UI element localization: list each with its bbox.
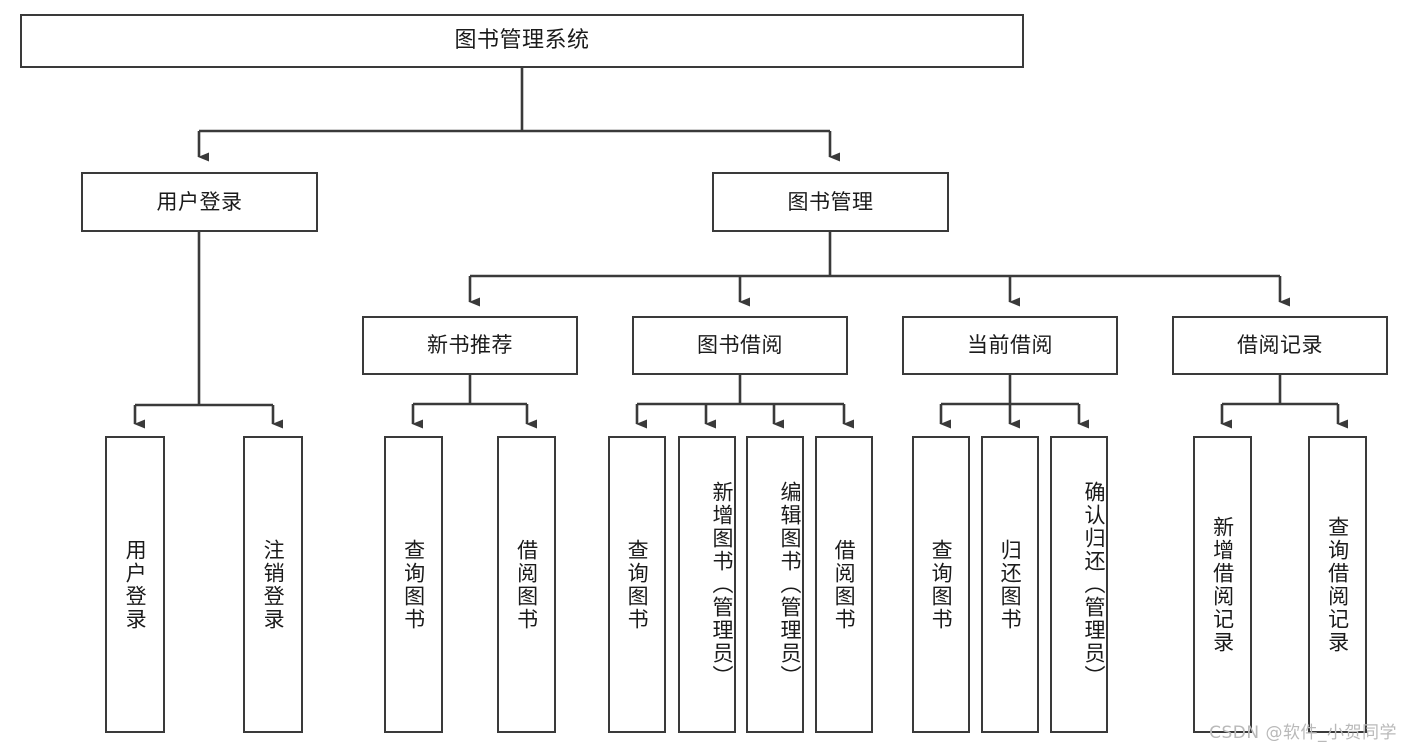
leaf-return-book[interactable]: 归还图书 bbox=[981, 436, 1039, 733]
node-new-book-recommend[interactable]: 新书推荐 bbox=[362, 316, 578, 375]
leaf-add-borrow-record[interactable]: 新增借阅记录 bbox=[1193, 436, 1252, 733]
node-book-borrow[interactable]: 图书借阅 bbox=[632, 316, 848, 375]
node-borrow-record[interactable]: 借阅记录 bbox=[1172, 316, 1388, 375]
leaf-query-book-borrow[interactable]: 查询图书 bbox=[608, 436, 666, 733]
node-user-login[interactable]: 用户登录 bbox=[81, 172, 318, 232]
leaf-borrow-book-recommend[interactable]: 借阅图书 bbox=[497, 436, 556, 733]
node-root-book-management-system[interactable]: 图书管理系统 bbox=[20, 14, 1024, 68]
leaf-add-book-admin[interactable]: 新增图书（管理员） bbox=[678, 436, 736, 733]
leaf-query-borrow-record[interactable]: 查询借阅记录 bbox=[1308, 436, 1367, 733]
leaf-confirm-return-admin[interactable]: 确认归还（管理员） bbox=[1050, 436, 1108, 733]
leaf-query-book-current[interactable]: 查询图书 bbox=[912, 436, 970, 733]
node-current-borrow[interactable]: 当前借阅 bbox=[902, 316, 1118, 375]
leaf-query-book-recommend[interactable]: 查询图书 bbox=[384, 436, 443, 733]
leaf-edit-book-admin[interactable]: 编辑图书（管理员） bbox=[746, 436, 804, 733]
node-book-management[interactable]: 图书管理 bbox=[712, 172, 949, 232]
watermark: CSDN @软件_小贺同学 bbox=[1209, 723, 1397, 743]
leaf-logout-login[interactable]: 注销登录 bbox=[243, 436, 303, 733]
leaf-borrow-book-borrow[interactable]: 借阅图书 bbox=[815, 436, 873, 733]
leaf-user-login[interactable]: 用户登录 bbox=[105, 436, 165, 733]
